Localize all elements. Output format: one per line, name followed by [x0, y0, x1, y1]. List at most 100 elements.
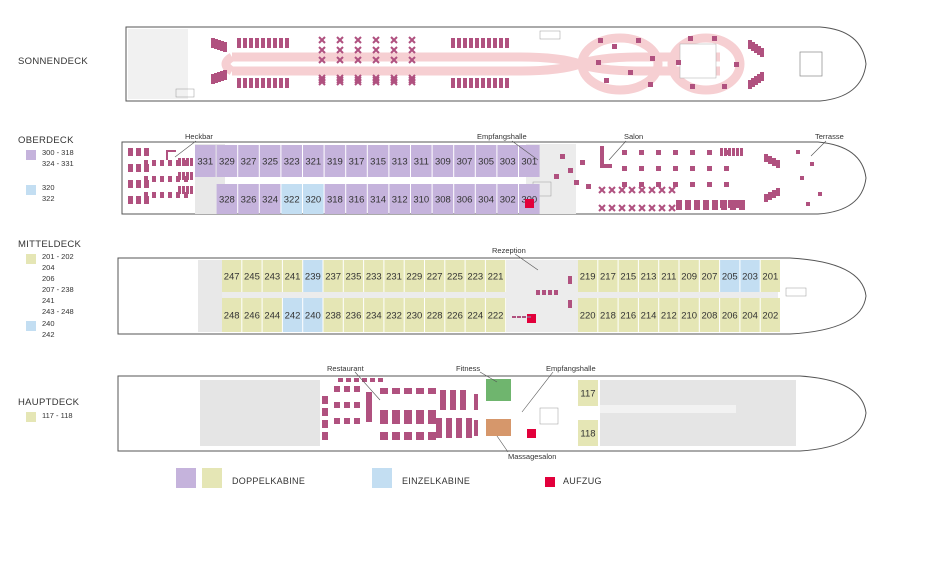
cabin-211: 211	[659, 260, 679, 292]
furniture-piece	[344, 418, 350, 424]
furniture-piece	[214, 39, 218, 49]
cabin-number: 305	[478, 157, 494, 168]
furniture-piece	[128, 164, 133, 172]
cabin-fill	[578, 380, 598, 406]
furniture-piece	[186, 172, 189, 180]
legend-line: 243 - 248	[42, 307, 74, 316]
furniture-piece	[186, 186, 189, 194]
cabin-327: 327	[238, 145, 259, 177]
table-icon	[638, 204, 646, 212]
cabin-fill	[216, 145, 238, 177]
cabin-number: 301	[521, 157, 537, 168]
mitteldeck-swatch-doppel	[26, 254, 36, 264]
legend-line: 242	[42, 330, 55, 339]
table-icon	[372, 46, 380, 54]
cabin-number: 322	[284, 195, 300, 206]
cabin-fill	[367, 145, 389, 177]
cabin-number: 303	[500, 157, 516, 168]
cabin-fill	[638, 298, 659, 332]
cabin-fill	[282, 298, 303, 332]
cabin-224: 224	[465, 298, 485, 332]
cabin-number: 315	[370, 157, 386, 168]
mitteldeck-leader-line	[514, 253, 539, 271]
furniture-piece	[273, 38, 277, 48]
furniture-piece	[493, 78, 497, 88]
legend-aufzug: AUFZUG	[563, 476, 602, 486]
furniture-piece	[380, 410, 388, 424]
furniture-piece	[273, 78, 277, 88]
cabin-117: 117	[578, 380, 598, 406]
cabin-fill	[323, 260, 343, 292]
furniture-piece	[673, 150, 678, 155]
cabin-fill	[222, 298, 242, 332]
furniture-piece	[722, 84, 727, 89]
cabin-fill	[578, 298, 598, 332]
cabin-number: 245	[244, 272, 260, 283]
furniture-piece	[466, 418, 472, 438]
cabin-fill	[659, 298, 679, 332]
cabin-number: 213	[641, 272, 657, 283]
cabin-number: 209	[681, 272, 697, 283]
furniture-piece	[806, 202, 810, 206]
cabin-313: 313	[389, 145, 410, 177]
furniture-piece	[800, 176, 804, 180]
cabin-number: 327	[241, 157, 257, 168]
furniture-piece	[548, 290, 552, 295]
table-icon	[336, 36, 344, 44]
furniture-piece	[818, 192, 822, 196]
cabin-302: 302	[497, 184, 518, 214]
furniture-piece	[732, 148, 735, 156]
cabin-232: 232	[384, 298, 404, 332]
cabin-number: 228	[427, 311, 443, 322]
furniture-piece	[703, 200, 709, 210]
cabin-number: 236	[346, 311, 362, 322]
furniture-piece	[728, 148, 731, 156]
cabin-fill	[425, 260, 445, 292]
cabin-324: 324	[259, 184, 281, 214]
cabin-number: 234	[366, 311, 382, 322]
table-icon	[354, 36, 362, 44]
furniture-piece	[760, 72, 764, 81]
cabin-number: 326	[241, 195, 257, 206]
annotation-empfangshalle-haupt: Empfangshalle	[546, 364, 596, 373]
cabin-number: 241	[285, 272, 301, 283]
furniture-piece	[160, 192, 164, 198]
cabin-number: 246	[244, 311, 260, 322]
furniture-piece	[724, 200, 727, 208]
furniture-piece	[522, 316, 526, 318]
cabin-fill	[485, 298, 506, 332]
table-icon	[390, 78, 398, 86]
annotation-heckbar: Heckbar	[185, 132, 213, 141]
furniture-piece	[267, 38, 271, 48]
oberdeck-leader-lines	[174, 140, 827, 161]
table-icon	[354, 78, 362, 86]
furniture-piece	[656, 150, 661, 155]
massagesalon-area	[486, 419, 511, 436]
furniture-piece	[604, 78, 609, 83]
hauptdeck-label: HAUPTDECK	[18, 397, 80, 408]
cabin-number: 227	[427, 272, 443, 283]
cabin-fill	[720, 260, 740, 292]
furniture-piece	[463, 38, 467, 48]
table-icon	[372, 78, 380, 86]
cabin-fill	[404, 260, 424, 292]
cabin-223: 223	[465, 260, 485, 292]
cabin-fill	[195, 145, 216, 177]
furniture-piece	[451, 38, 455, 48]
cabin-306: 306	[454, 184, 475, 214]
cabin-204: 204	[740, 298, 760, 332]
furniture-piece	[223, 70, 227, 80]
cabin-321: 321	[303, 145, 324, 177]
cabin-242: 242	[282, 298, 303, 332]
furniture-piece	[144, 196, 149, 204]
furniture-piece	[720, 200, 723, 208]
furniture-piece	[499, 78, 503, 88]
furniture-piece	[460, 390, 466, 410]
cabin-number: 247	[224, 272, 240, 283]
cabin-230: 230	[404, 298, 424, 332]
cabin-number: 235	[346, 272, 362, 283]
furniture-piece	[322, 420, 328, 428]
furniture-piece	[760, 48, 764, 57]
oberdeck-swatch-doppel	[26, 150, 36, 160]
